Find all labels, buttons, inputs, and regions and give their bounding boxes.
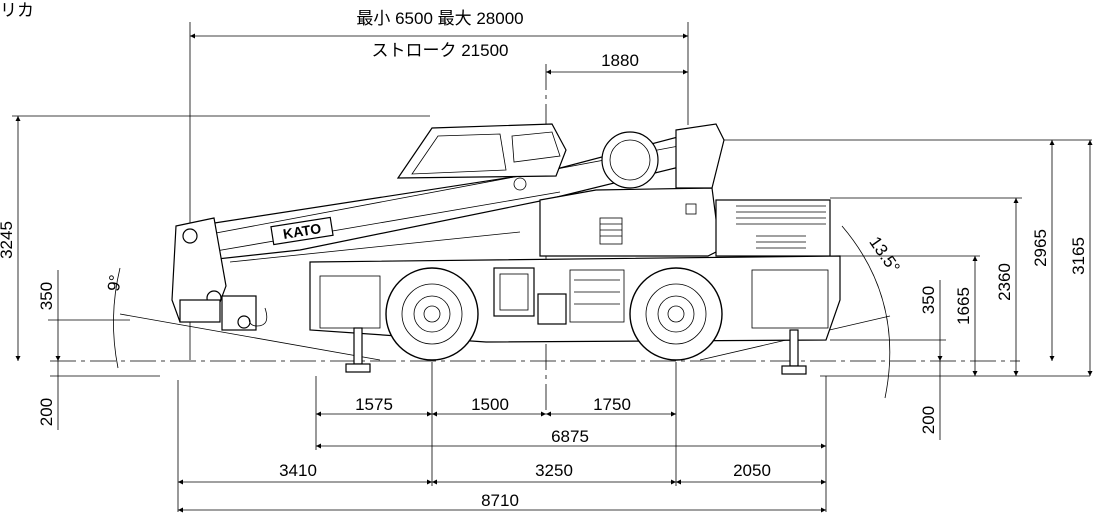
corner-text: リカ <box>0 1 34 20</box>
engine-housing <box>715 199 831 257</box>
dim-1500-label: 1500 <box>471 395 509 414</box>
left-350-label: 350 <box>37 282 56 310</box>
dim-2050-label: 2050 <box>733 461 771 480</box>
left-below-ground-dimension: 200 <box>37 361 59 430</box>
bottom-dimensions: 1575 1500 1750 6875 3410 3250 2050 8710 <box>177 362 827 513</box>
right-dimensions: 3165 2965 2360 1665 350 200 <box>720 139 1093 440</box>
rear-outrigger <box>789 329 799 367</box>
dim-3410-label: 3410 <box>279 461 317 480</box>
right-1665-label: 1665 <box>954 287 973 325</box>
stroke-label: ストローク 21500 <box>372 41 509 60</box>
tip-offset-label: 1880 <box>601 51 639 70</box>
dim-1750-label: 1750 <box>593 395 631 414</box>
boom-length-label: 最小 6500 最大 28000 <box>356 9 523 28</box>
front-outrigger <box>353 327 363 365</box>
right-3165-label: 3165 <box>1069 237 1088 275</box>
right-350-label: 350 <box>919 286 938 314</box>
rear-tire <box>629 267 723 361</box>
left-clearance-dimension: 350 <box>37 270 130 361</box>
front-angle: 9° <box>104 267 381 369</box>
pivot-tower <box>675 123 725 189</box>
left-3245-label: 3245 <box>0 221 16 259</box>
superstructure <box>539 187 721 257</box>
left-height-dimension: 3245 <box>0 115 430 361</box>
front-angle-label: 9° <box>104 273 126 292</box>
crane-illustration: KATO <box>171 123 841 375</box>
dim-6875-label: 6875 <box>551 427 589 446</box>
dim-3250-label: 3250 <box>535 461 573 480</box>
kato-logo-plate <box>270 216 334 246</box>
cab <box>396 123 567 179</box>
kato-logo-text: KATO <box>282 220 323 242</box>
left-200-label: 200 <box>37 398 56 426</box>
stroke-dimension: ストローク 21500 <box>372 41 509 60</box>
side-panel <box>493 267 535 317</box>
right-200-label: 200 <box>919 406 938 434</box>
dim-1575-label: 1575 <box>355 395 393 414</box>
right-2360-label: 2360 <box>995 263 1014 301</box>
tip-offset-dimension: 1880 <box>546 51 688 75</box>
right-2965-label: 2965 <box>1031 229 1050 267</box>
front-tire <box>385 267 479 361</box>
dim-8710-label: 8710 <box>481 491 519 510</box>
